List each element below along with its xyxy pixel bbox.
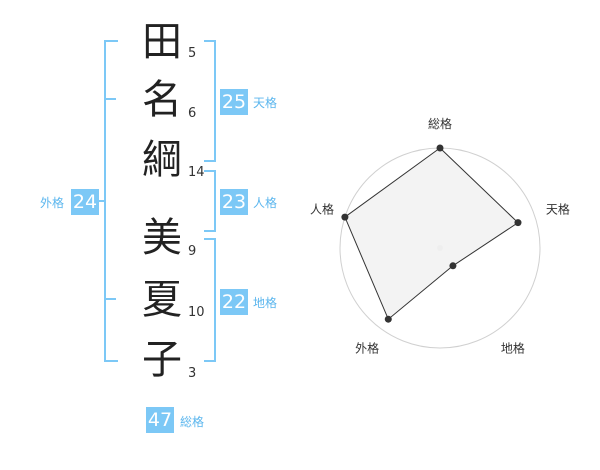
radar-point-2	[449, 262, 457, 270]
radar-point-3	[384, 315, 392, 323]
gaikaku-bracket-tick-2	[104, 298, 116, 300]
stroke-count-3: 14	[188, 165, 205, 180]
stroke-count-6: 3	[188, 366, 197, 381]
stroke-count-1: 5	[188, 46, 197, 61]
gaikaku-value: 24	[71, 189, 99, 215]
gaikaku-connector	[98, 200, 104, 202]
jinkaku-label: 人格	[253, 196, 278, 210]
jinkaku-value: 23	[220, 189, 248, 215]
radar-axis-label-3: 外格	[355, 340, 379, 355]
radar-point-4	[341, 213, 349, 221]
radar-axis-label-1: 天格	[546, 202, 570, 217]
chikaku-label: 地格	[253, 296, 278, 310]
name-char-6: 子	[142, 337, 182, 383]
stroke-count-5: 10	[188, 305, 205, 320]
radar-point-0	[436, 144, 444, 152]
tenkaku-bracket	[204, 40, 216, 162]
radar-point-1	[514, 219, 522, 227]
radar-axis-label-0: 総格	[428, 116, 452, 131]
gaikaku-label: 外格	[40, 196, 65, 210]
soukaku-value: 47	[146, 407, 174, 433]
gaikaku-bracket	[104, 40, 118, 362]
tenkaku-value: 25	[220, 89, 248, 115]
tenkaku-label: 天格	[253, 96, 278, 110]
radar-axis-label-4: 人格	[310, 202, 334, 217]
name-char-3: 綱	[142, 137, 182, 183]
soukaku-label: 総格	[180, 415, 205, 429]
stroke-count-4: 9	[188, 244, 197, 259]
gaikaku-bracket-tick-1	[104, 98, 116, 100]
chikaku-bracket	[204, 238, 216, 362]
name-char-4: 美	[142, 215, 182, 261]
radar-points	[341, 144, 522, 323]
radar-shape	[344, 147, 519, 321]
name-char-1: 田	[142, 19, 182, 65]
stroke-count-2: 6	[188, 106, 197, 121]
radar-axis-label-2: 地格	[501, 340, 525, 355]
chikaku-value: 22	[220, 289, 248, 315]
name-char-2: 名	[142, 77, 182, 123]
name-char-5: 夏	[142, 277, 182, 323]
jinkaku-bracket	[204, 170, 216, 232]
